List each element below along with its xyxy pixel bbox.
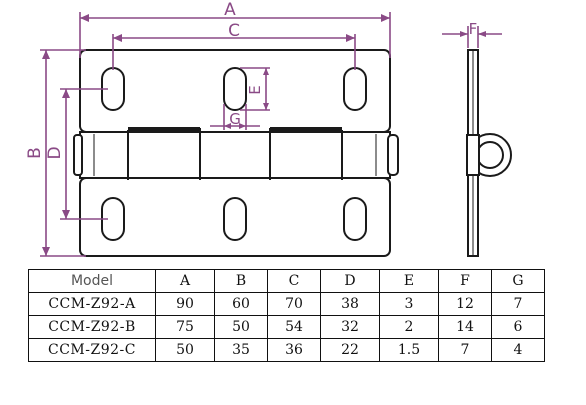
cell-c: 54 bbox=[267, 315, 321, 339]
dim-label-e: E bbox=[246, 85, 264, 94]
cell-f: 14 bbox=[438, 315, 492, 339]
slot-upper-right bbox=[343, 67, 367, 111]
cell-d: 22 bbox=[320, 338, 380, 362]
cell-d: 32 bbox=[320, 315, 380, 339]
col-header-model: Model bbox=[28, 269, 156, 293]
table-row: CCM-Z92-C 50 35 36 22 1.5 7 4 bbox=[28, 338, 545, 362]
dim-label-b: B bbox=[25, 147, 45, 159]
cell-b: 60 bbox=[214, 292, 268, 316]
cell-e: 2 bbox=[379, 315, 439, 339]
col-header-g: G bbox=[491, 269, 545, 293]
hinge-side-view bbox=[466, 49, 512, 257]
dim-label-d: D bbox=[45, 146, 65, 159]
cell-f: 7 bbox=[438, 338, 492, 362]
dim-label-f: F bbox=[469, 20, 478, 38]
cell-e: 1.5 bbox=[379, 338, 439, 362]
cell-f: 12 bbox=[438, 292, 492, 316]
dim-label-a: A bbox=[224, 0, 236, 20]
slot-lower-right bbox=[343, 197, 367, 241]
table-row: CCM-Z92-A 90 60 70 38 3 12 7 bbox=[28, 292, 545, 316]
hinge-technical-drawing: A C B D E G F bbox=[25, 0, 512, 257]
cell-model: CCM-Z92-B bbox=[28, 315, 156, 339]
table-header-row: Model A B C D E F G bbox=[28, 269, 545, 293]
dimension-lines bbox=[40, 12, 391, 257]
cell-a: 90 bbox=[155, 292, 215, 316]
knuckle-band bbox=[73, 127, 399, 180]
cell-g: 4 bbox=[491, 338, 545, 362]
col-header-f: F bbox=[438, 269, 492, 293]
table-row: CCM-Z92-B 75 50 54 32 2 14 6 bbox=[28, 315, 545, 339]
cell-d: 38 bbox=[320, 292, 380, 316]
spec-table: Model A B C D E F G CCM-Z92-A 90 60 70 3… bbox=[28, 269, 545, 362]
hinge-front-view bbox=[73, 49, 399, 257]
cell-model: CCM-Z92-A bbox=[28, 292, 156, 316]
cell-c: 36 bbox=[267, 338, 321, 362]
cell-a: 75 bbox=[155, 315, 215, 339]
cell-g: 7 bbox=[491, 292, 545, 316]
slot-lower-center bbox=[223, 197, 247, 241]
cell-e: 3 bbox=[379, 292, 439, 316]
dimension-f bbox=[442, 26, 502, 48]
cell-a: 50 bbox=[155, 338, 215, 362]
cell-b: 35 bbox=[214, 338, 268, 362]
col-header-a: A bbox=[155, 269, 215, 293]
cell-model: CCM-Z92-C bbox=[28, 338, 156, 362]
cell-b: 50 bbox=[214, 315, 268, 339]
col-header-b: B bbox=[214, 269, 268, 293]
dim-label-c: C bbox=[228, 21, 240, 41]
col-header-e: E bbox=[379, 269, 439, 293]
dim-label-g: G bbox=[229, 110, 241, 128]
cell-c: 70 bbox=[267, 292, 321, 316]
cell-g: 6 bbox=[491, 315, 545, 339]
col-header-d: D bbox=[320, 269, 380, 293]
slot-upper-center bbox=[223, 67, 247, 111]
col-header-c: C bbox=[267, 269, 321, 293]
